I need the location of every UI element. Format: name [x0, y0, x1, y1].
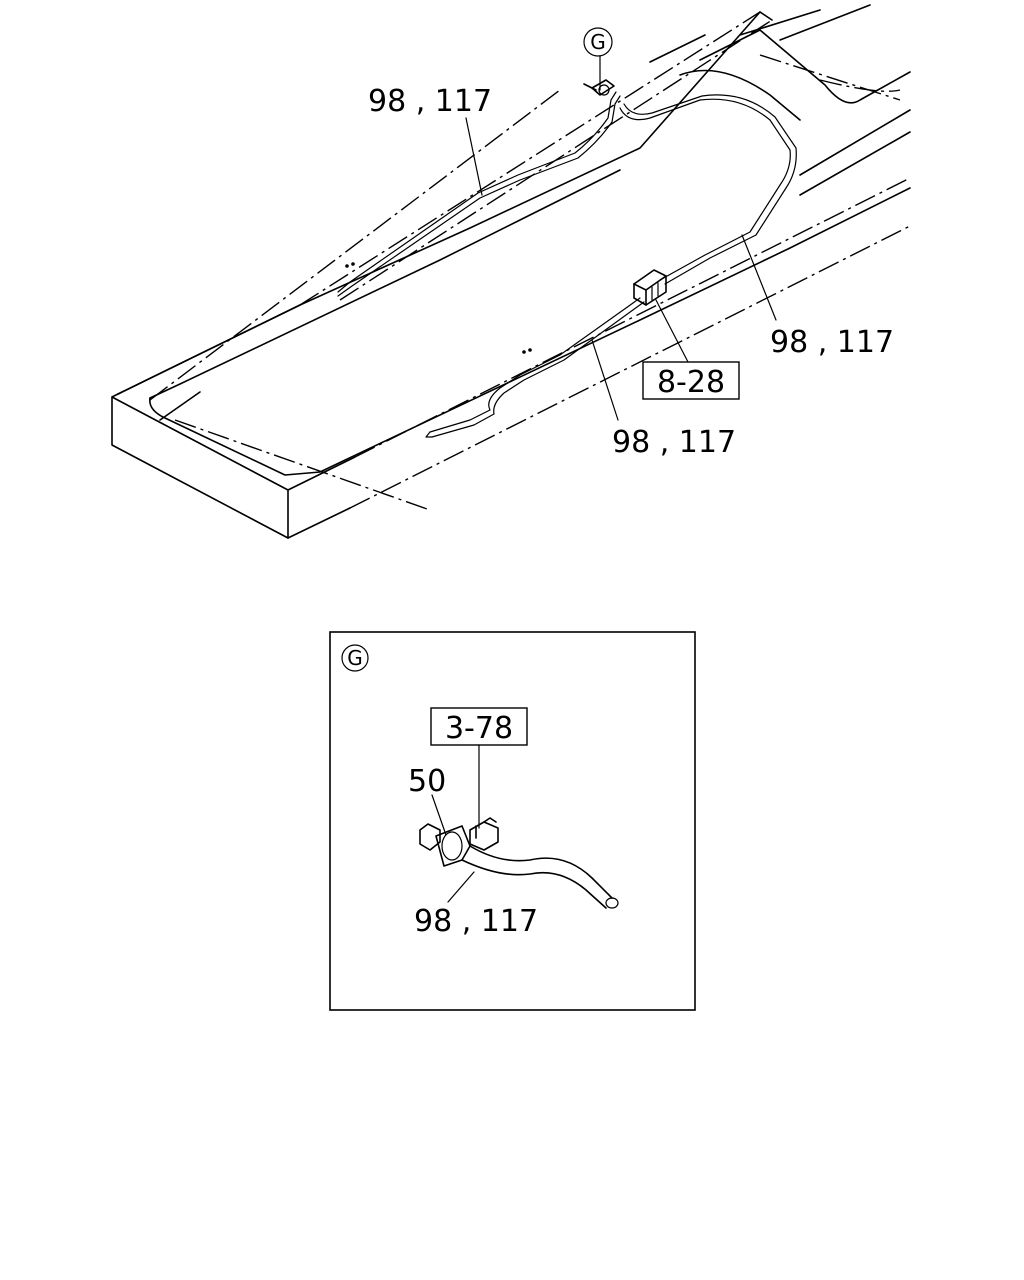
- callout-right: 98 , 117: [770, 325, 894, 360]
- ref-box-main-label: 8-28: [657, 365, 725, 400]
- vehicle-frame: [111, 4, 911, 539]
- ref-box-main: 8-28: [642, 361, 740, 400]
- detail-marker-g-main: G: [583, 27, 613, 57]
- part-50-label: 50: [408, 764, 446, 799]
- hose-label: 98 , 117: [414, 904, 538, 939]
- detail-marker-g-label: G: [347, 646, 363, 670]
- ref-box-detail: 3-78: [430, 707, 528, 746]
- harness-route: [337, 79, 797, 438]
- callout-lower: 98 , 117: [612, 425, 736, 460]
- ref-box-detail-label: 3-78: [445, 711, 513, 746]
- leader-lines-main: [465, 55, 777, 421]
- detail-marker-label: G: [590, 30, 606, 54]
- detail-marker-g: G: [341, 644, 369, 672]
- callout-upper-left: 98 , 117: [368, 84, 492, 119]
- detail-panel-g: G 3-78 50 98 , 117: [329, 631, 696, 1011]
